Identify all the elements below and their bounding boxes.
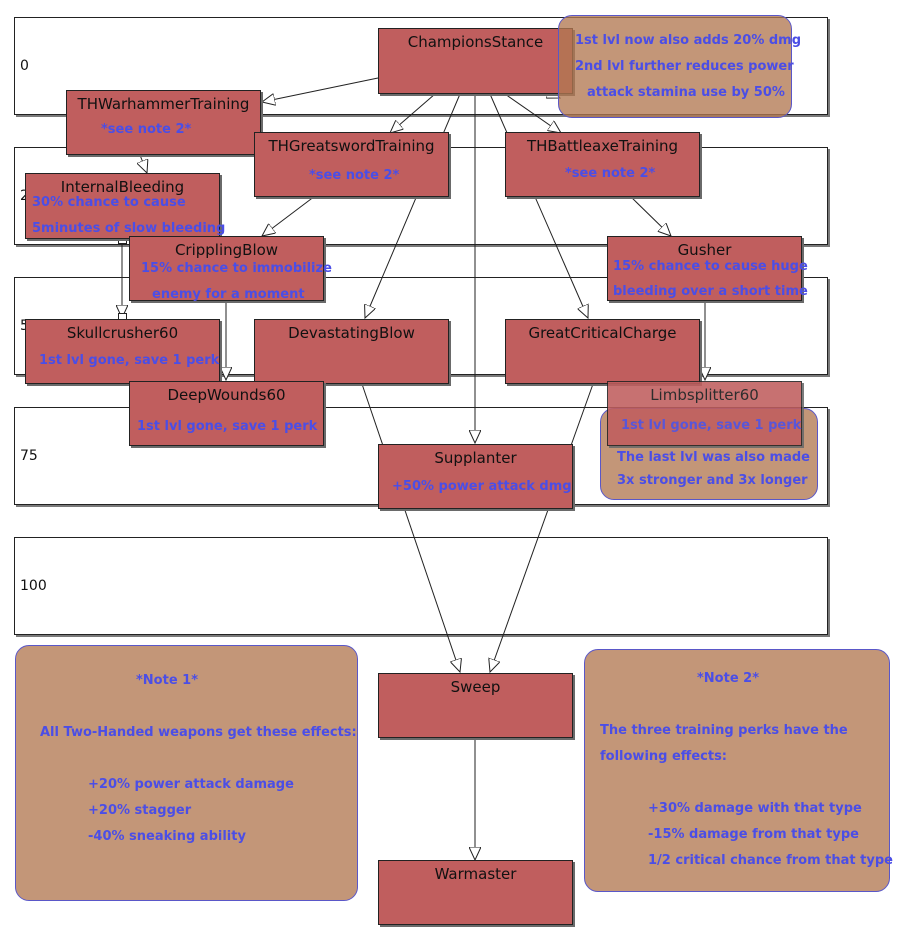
perk-note: *see note 2* [309, 168, 400, 183]
level-band-label: 100 [20, 578, 47, 594]
note-item: +30% damage with that type [648, 801, 862, 816]
perk-title: THGreatswordTraining [268, 137, 435, 155]
note-title: *Note 2* [697, 671, 760, 686]
perk-gusher[interactable]: Gusher 15% chance to cause huge bleeding… [607, 236, 808, 301]
perk-title: GreatCriticalCharge [528, 324, 677, 342]
note-item: +20% stagger [88, 803, 192, 818]
perk-note-line-1: 15% chance to immobilize [141, 261, 332, 276]
perk-title: Skullcrusher60 [66, 324, 179, 342]
note-line: 3x stronger and 3x longer [617, 473, 808, 488]
note-line: 2nd lvl further reduces power [575, 59, 794, 74]
perk-devastating-blow[interactable]: DevastatingBlow [254, 319, 449, 384]
perk-sweep[interactable]: Sweep [378, 673, 573, 738]
perk-note-line-2: enemy for a moment [152, 287, 305, 302]
perk-supplanter[interactable]: Supplanter +50% power attack dmg [378, 444, 573, 509]
perk-th-warhammer-training[interactable]: THWarhammerTraining *see note 2* [66, 90, 261, 155]
perk-title: CripplingBlow [174, 241, 279, 259]
perk-note: *see note 2* [565, 166, 656, 181]
perk-note-line-1: 15% chance to cause huge [613, 259, 808, 274]
level-band-label: 5 [20, 318, 29, 334]
perk-note-line-2: 5minutes of slow bleeding [32, 221, 226, 236]
note-line: 1st lvl now also adds 20% dmg [575, 33, 802, 48]
perk-note: *see note 2* [101, 122, 192, 137]
perk-skullcrusher[interactable]: Skullcrusher60 1st lvl gone, save 1 perk [25, 319, 220, 384]
perk-title: Gusher [677, 241, 732, 259]
perk-limbsplitter[interactable]: Limbsplitter60 1st lvl gone, save 1 perk [607, 381, 802, 446]
perk-note-line-1: 30% chance to cause [32, 195, 186, 210]
note-champions-stance: 1st lvl now also adds 20% dmg 2nd lvl fu… [558, 15, 801, 118]
note-item: -15% damage from that type [648, 827, 859, 842]
note-line: The last lvl was also made [617, 450, 810, 465]
perk-great-critical-charge[interactable]: GreatCriticalCharge [505, 319, 700, 384]
perk-note-line-2: bleeding over a short time [613, 284, 808, 299]
note-intro: All Two-Handed weapons get these effects… [40, 725, 357, 740]
note-intro: following effects: [600, 749, 728, 764]
level-band-label: 75 [20, 448, 38, 464]
note-intro: The three training perks have the [600, 723, 848, 738]
perk-title: THBattleaxeTraining [526, 137, 679, 155]
perk-warmaster[interactable]: Warmaster [378, 860, 573, 925]
perk-th-battleaxe-training[interactable]: THBattleaxeTraining *see note 2* [505, 132, 700, 197]
perk-title: InternalBleeding [60, 178, 185, 196]
level-band-label: 2 [20, 188, 29, 204]
perk-crippling-blow[interactable]: CripplingBlow 15% chance to immobilize e… [129, 236, 332, 302]
perk-title: ChampionsStance [407, 33, 544, 51]
perk-note: +50% power attack dmg [392, 479, 572, 494]
perk-deep-wounds[interactable]: DeepWounds60 1st lvl gone, save 1 perk [129, 381, 324, 446]
perk-champions-stance[interactable]: ChampionsStance [378, 28, 573, 94]
perk-title: Warmaster [434, 865, 517, 883]
perk-title: Sweep [450, 678, 501, 696]
note-2: *Note 2* The three training perks have t… [584, 649, 893, 892]
note-title: *Note 1* [136, 673, 199, 688]
perk-note: 1st lvl gone, save 1 perk [137, 419, 318, 434]
perk-th-greatsword-training[interactable]: THGreatswordTraining *see note 2* [254, 132, 449, 197]
note-1: *Note 1* All Two-Handed weapons get thes… [15, 645, 358, 901]
note-line: attack stamina use by 50% [587, 85, 785, 100]
perk-internal-bleeding[interactable]: InternalBleeding 30% chance to cause 5mi… [25, 173, 225, 239]
note-item: -40% sneaking ability [88, 829, 246, 844]
perk-title: DeepWounds60 [167, 386, 286, 404]
note-item: 1/2 critical chance from that type [648, 853, 893, 868]
perk-title: Supplanter [434, 449, 517, 467]
level-band-100: 100 [14, 537, 828, 635]
note-item: +20% power attack damage [88, 777, 294, 792]
perk-title: Limbsplitter60 [650, 386, 759, 404]
perk-title: THWarhammerTraining [77, 95, 250, 113]
perk-note: 1st lvl gone, save 1 perk [621, 418, 802, 433]
perk-title: DevastatingBlow [288, 324, 415, 342]
perk-note: 1st lvl gone, save 1 perk [39, 353, 220, 368]
level-band-label: 0 [20, 58, 29, 74]
